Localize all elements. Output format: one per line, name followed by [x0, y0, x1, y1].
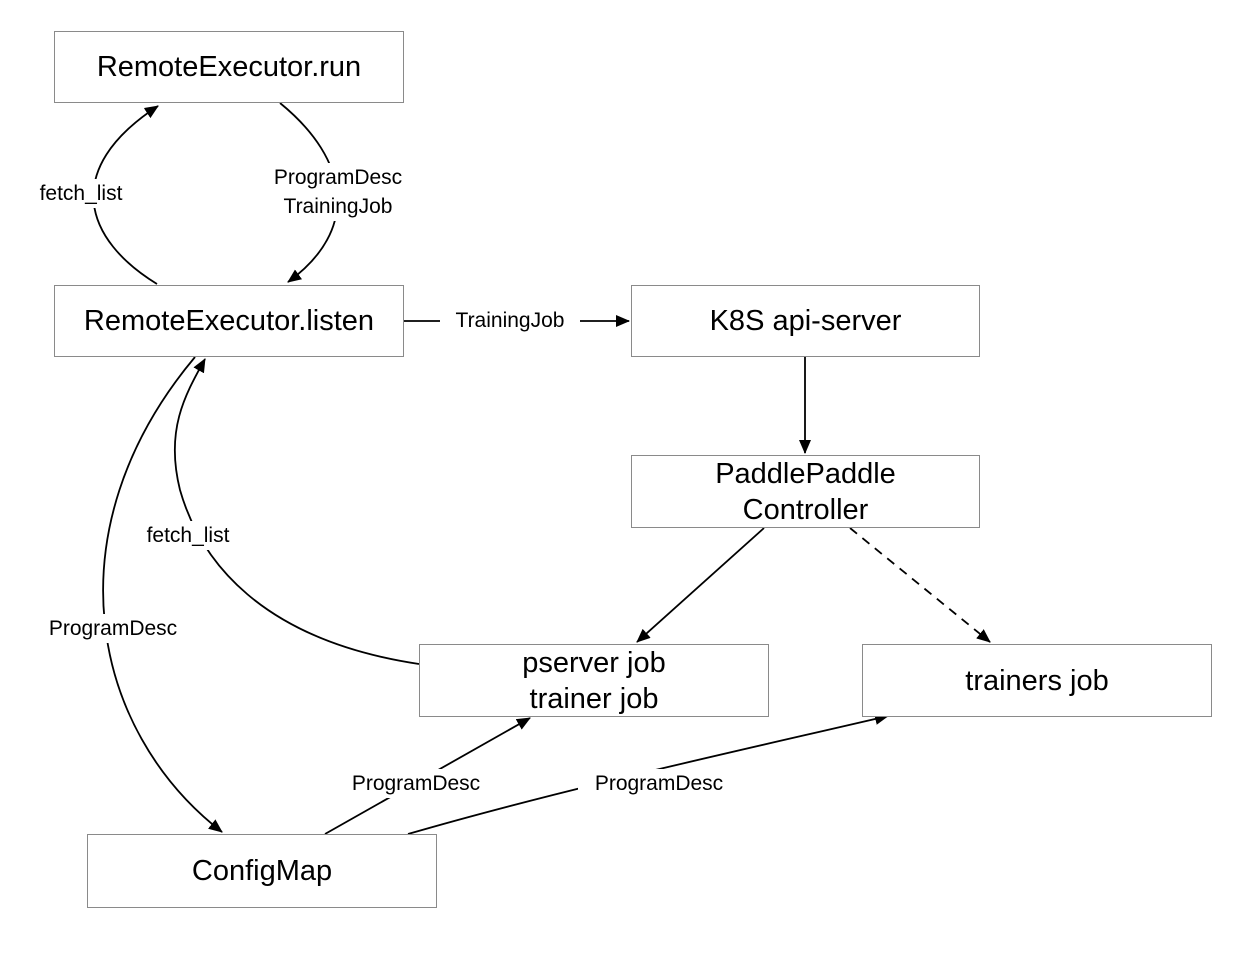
edge-label-run-programdesc: ProgramDesc	[273, 166, 403, 189]
node-pserver-line1: pserver job	[522, 646, 666, 679]
edge-label-listen-fetch-list: fetch_list	[136, 521, 240, 550]
node-remote-executor-listen-label: RemoteExecutor.listen	[83, 305, 375, 337]
node-pserver-line2: trainer job	[529, 682, 659, 715]
node-k8s-api-server-label: K8S api-server	[709, 305, 902, 337]
edge-label-run-fetch-list: fetch_list	[30, 179, 132, 208]
node-remote-executor-run: RemoteExecutor.run	[54, 31, 404, 103]
edge-label-configmap-pserver: ProgramDesc	[336, 769, 496, 798]
edge-label-configmap-trainers: ProgramDesc	[578, 769, 740, 798]
edge-label-run-programdesc-trainingjob: ProgramDesc TrainingJob	[258, 163, 418, 221]
edge-controller-to-trainers	[849, 527, 991, 643]
edge-label-to-k8s-trainingjob: TrainingJob	[440, 306, 580, 335]
node-configmap-label: ConfigMap	[191, 855, 333, 887]
node-configmap: ConfigMap	[87, 834, 437, 908]
node-trainers-job-label: trainers job	[965, 664, 1109, 697]
node-trainers-job: trainers job	[862, 644, 1212, 717]
node-paddlepaddle-controller: PaddlePaddle Controller	[631, 455, 980, 528]
node-pserver-trainer-job: pserver job trainer job	[419, 644, 769, 717]
node-controller-line2: Controller	[742, 493, 869, 526]
node-remote-executor-run-label: RemoteExecutor.run	[96, 51, 362, 83]
edge-listen-to-configmap	[102, 356, 223, 833]
node-controller-line1: PaddlePaddle	[715, 457, 896, 490]
edge-label-listen-programdesc: ProgramDesc	[33, 614, 193, 643]
edge-label-run-trainingjob: TrainingJob	[283, 195, 393, 218]
node-k8s-api-server: K8S api-server	[631, 285, 980, 357]
edge-pserver-to-listen-fetch	[173, 358, 420, 665]
node-remote-executor-listen: RemoteExecutor.listen	[54, 285, 404, 357]
edge-controller-to-pserver	[636, 527, 765, 643]
